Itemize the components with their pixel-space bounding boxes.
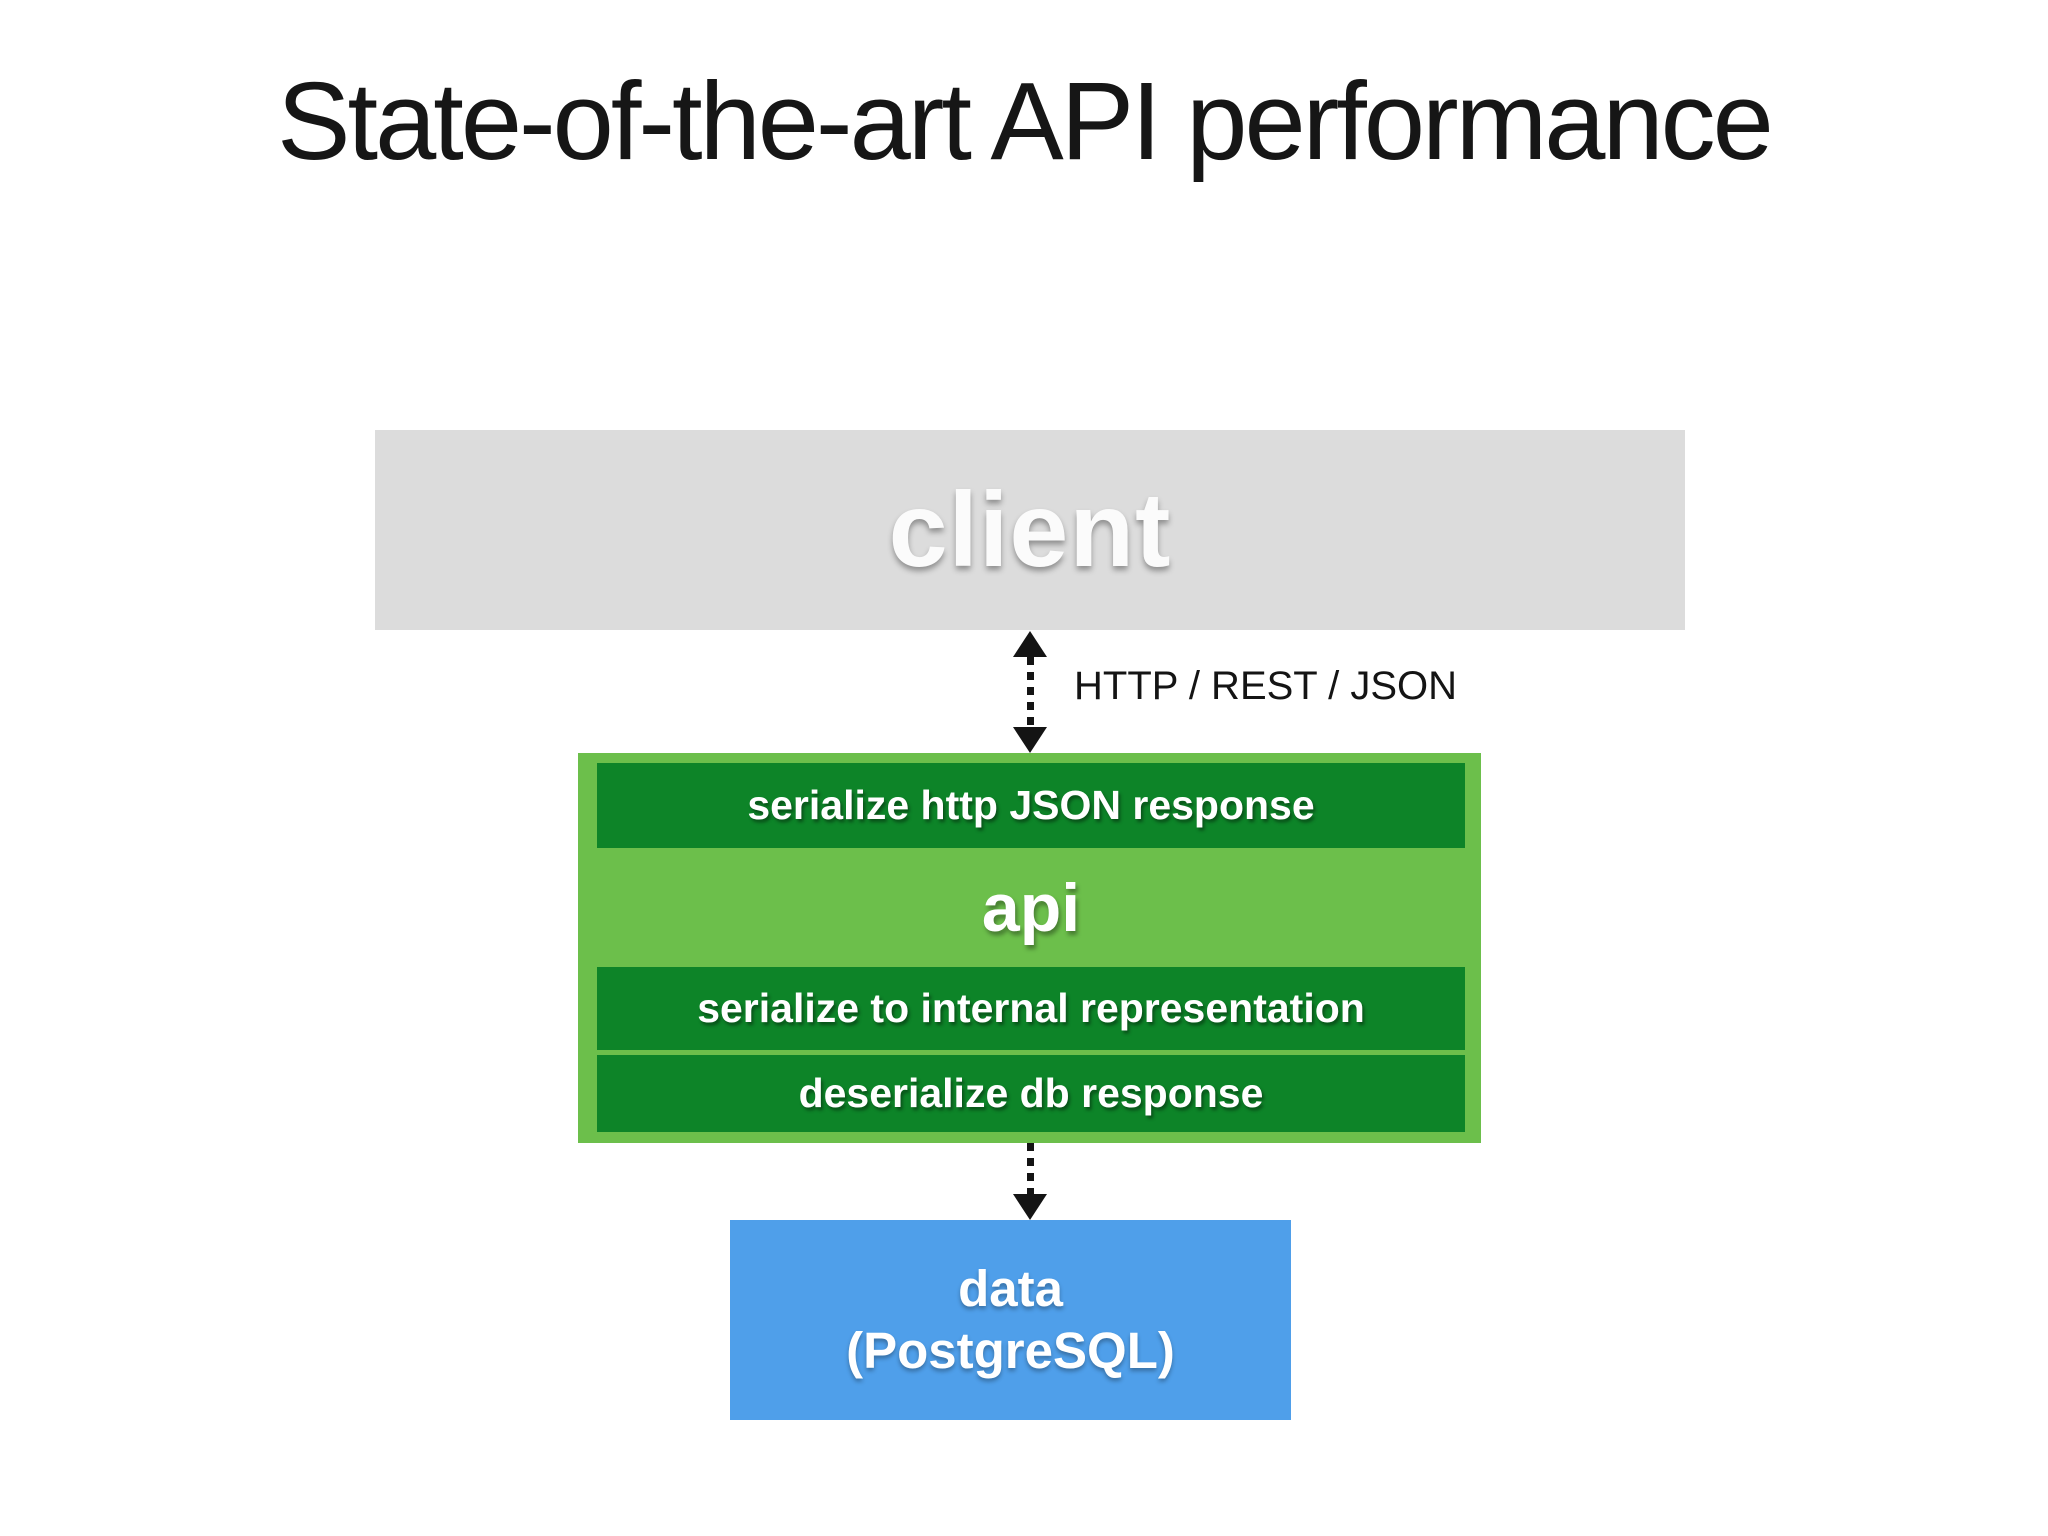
arrow-up-icon: [1013, 631, 1047, 657]
api-layer-deserialize-db-response: deserialize db response: [597, 1055, 1465, 1132]
api-layer-serialize-http-json-response: serialize http JSON response: [597, 763, 1465, 848]
api-box: serialize http JSON response api seriali…: [578, 753, 1481, 1143]
client-api-arrow: [1012, 631, 1048, 753]
data-box: data (PostgreSQL): [730, 1220, 1291, 1420]
api-layer-serialize-internal-representation: serialize to internal representation: [597, 967, 1465, 1050]
dotted-arrow-shaft: [1026, 657, 1034, 727]
api-box-label: api: [981, 869, 1081, 946]
data-box-sublabel: (PostgreSQL): [846, 1322, 1175, 1379]
client-box-label: client: [888, 470, 1172, 589]
data-box-label: data: [958, 1259, 1063, 1317]
dotted-arrow-shaft: [1026, 1143, 1034, 1194]
protocol-label: HTTP / REST / JSON: [1074, 664, 1458, 708]
api-data-arrow: [1012, 1143, 1048, 1220]
client-box: client: [375, 430, 1685, 630]
arrow-down-icon: [1013, 1194, 1047, 1220]
arrow-down-icon: [1013, 727, 1047, 753]
slide-title: State-of-the-art API performance: [277, 60, 1774, 183]
